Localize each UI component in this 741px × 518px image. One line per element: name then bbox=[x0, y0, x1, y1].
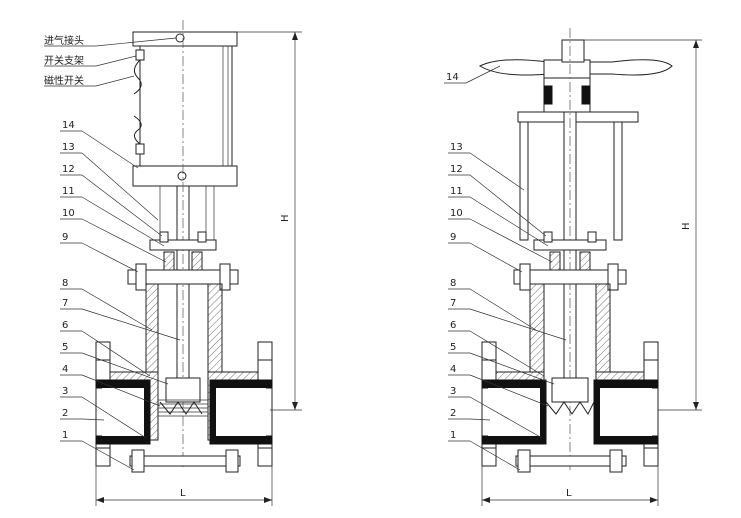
gland bbox=[149, 239, 217, 251]
right-callout-10: 10 bbox=[450, 208, 463, 219]
left-callout-8: 8 bbox=[62, 278, 68, 289]
left-dim-h: H bbox=[280, 214, 291, 222]
right-callout-2: 2 bbox=[450, 408, 456, 419]
left-callout-9: 9 bbox=[62, 232, 68, 243]
bonnet-flange bbox=[127, 269, 239, 285]
gate-right bbox=[551, 377, 589, 403]
left-callout-7: 7 bbox=[62, 298, 68, 309]
cylinder-body bbox=[139, 45, 233, 167]
left-callout-2: 2 bbox=[62, 408, 68, 419]
bottom-plate bbox=[129, 455, 241, 467]
right-callout-13: 13 bbox=[450, 142, 463, 153]
left-callout-1: 1 bbox=[62, 430, 68, 441]
right-dim-h: H bbox=[681, 222, 692, 230]
gland-right bbox=[533, 239, 607, 251]
left-callout-11: 11 bbox=[62, 186, 75, 197]
cylinder-bottom-cap bbox=[132, 165, 238, 187]
body-neck-right bbox=[207, 283, 223, 373]
switch-wire-top bbox=[133, 59, 142, 95]
left-valve-view: H L 进气接头 开关支架 磁性开关 14 13 12 11 10 9 8 bbox=[44, 20, 302, 506]
left-callout-10: 10 bbox=[62, 208, 75, 219]
right-callout-5: 5 bbox=[450, 342, 456, 353]
label-air-inlet: 进气接头 bbox=[44, 34, 84, 47]
right-valve-view: H L 14 13 12 11 10 9 8 7 6 5 bbox=[444, 28, 702, 506]
left-callout-12: 12 bbox=[62, 164, 75, 175]
gate bbox=[165, 377, 201, 403]
right-dim-l: L bbox=[566, 488, 572, 499]
bonnet-flange-right bbox=[513, 269, 627, 285]
yoke-leg-left bbox=[519, 121, 529, 241]
right-callout-3: 3 bbox=[450, 386, 456, 397]
bottom-plate-right bbox=[515, 455, 627, 467]
left-callout-14: 14 bbox=[62, 120, 75, 131]
body-neck-left bbox=[145, 283, 159, 373]
stem-top bbox=[561, 39, 585, 63]
left-callout-6: 6 bbox=[62, 320, 68, 331]
left-callout-13: 13 bbox=[62, 142, 75, 153]
right-callout-9: 9 bbox=[450, 232, 456, 243]
left-callout-3: 3 bbox=[62, 386, 68, 397]
right-callout-6: 6 bbox=[450, 320, 456, 331]
gate-spring bbox=[158, 399, 208, 417]
right-callout-1: 1 bbox=[450, 430, 456, 441]
switch-wire-bottom bbox=[133, 115, 142, 145]
right-callout-4: 4 bbox=[450, 364, 456, 375]
left-callout-4: 4 bbox=[62, 364, 68, 375]
right-callout-14: 14 bbox=[446, 72, 459, 83]
packing-right bbox=[191, 251, 203, 273]
yoke-leg-right bbox=[613, 121, 623, 241]
left-dim-l: L bbox=[180, 488, 186, 499]
label-switch-bracket: 开关支架 bbox=[44, 54, 84, 67]
right-callout-8: 8 bbox=[450, 278, 456, 289]
cylinder-top-cap bbox=[132, 31, 238, 47]
right-callout-11: 11 bbox=[450, 186, 463, 197]
label-magnetic-switch: 磁性开关 bbox=[44, 74, 84, 87]
left-callout-5: 5 bbox=[62, 342, 68, 353]
packing-right-right bbox=[579, 251, 591, 273]
right-callout-7: 7 bbox=[450, 298, 456, 309]
yoke-top bbox=[517, 111, 639, 123]
inlet-port-icon bbox=[177, 171, 187, 181]
right-callouts: 14 13 12 11 10 9 8 7 6 5 4 3 2 bbox=[444, 65, 567, 471]
left-callouts: 14 13 12 11 10 9 8 7 6 5 4 3 2 bbox=[60, 120, 181, 471]
right-callout-12: 12 bbox=[450, 164, 463, 175]
handwheel-hub bbox=[543, 59, 591, 79]
